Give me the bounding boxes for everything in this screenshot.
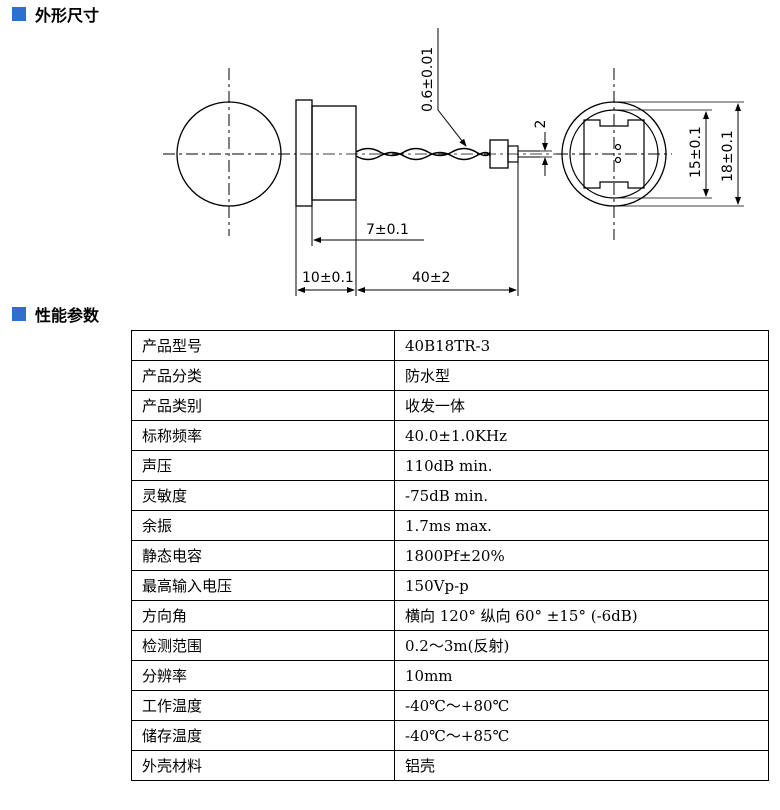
param-value: 收发一体 [394,390,769,421]
front-offset-dimension: 7±0.1 [313,222,424,243]
cable-length-label: 40±2 [412,270,450,286]
pin-spacing-dimension: 2 [533,120,552,176]
param-label: 储存温度 [131,720,395,751]
param-value: 10mm [394,660,769,691]
height-dimensions: 15±0.1 18±0.1 [614,101,744,207]
param-label: 产品类别 [131,390,395,421]
table-row: 产品分类防水型 [131,360,769,391]
param-label: 产品分类 [131,360,395,391]
body-length-label: 10±0.1 [302,270,354,286]
param-label: 声压 [131,450,395,481]
param-value: -40℃～+80℃ [394,690,769,721]
param-label: 外壳材料 [131,750,395,781]
param-value: 1.7ms max. [394,510,769,541]
param-label: 标称频率 [131,420,395,451]
param-value: 防水型 [394,360,769,391]
front-offset-label: 7±0.1 [366,222,409,238]
param-label: 产品型号 [131,330,395,361]
section-header-dimensions: 外形尺寸 [12,3,99,25]
param-label: 灵敏度 [131,480,395,511]
param-label: 分辨率 [131,660,395,691]
param-value: 铝壳 [394,750,769,781]
param-value: 40.0±1.0KHz [394,420,769,451]
param-value: 横向 120° 纵向 60° ±15° (-6dB) [394,600,769,631]
cable-diameter-dimension: 0.6±0.01 [420,28,467,147]
param-value: 0.2～3m(反射) [394,630,769,661]
pin-spacing-label: 2 [533,120,549,129]
param-label: 最高输入电压 [131,570,395,601]
length-dimensions: 10±0.1 40±2 [297,270,517,293]
back-view [556,68,672,240]
param-label: 检测范围 [131,630,395,661]
cable-diameter-label: 0.6±0.01 [420,47,436,112]
inner-diameter-label: 15±0.1 [688,126,704,178]
table-row: 产品类别收发一体 [131,390,769,421]
param-value: -40℃～+85℃ [394,720,769,751]
connector [489,139,540,296]
section-title-dimensions: 外形尺寸 [35,6,100,25]
outer-diameter-label: 18±0.1 [720,130,736,182]
param-value: 1800Pf±20% [394,540,769,571]
table-row: 方向角横向 120° 纵向 60° ±15° (-6dB) [131,600,769,631]
param-value: 40B18TR-3 [394,330,769,361]
table-row: 储存温度-40℃～+85℃ [131,720,769,751]
section-header-params: 性能参数 [12,303,99,325]
front-view [163,68,296,236]
blue-square-icon [12,7,26,21]
param-value: 150Vp-p [394,570,769,601]
table-row: 工作温度-40℃～+80℃ [131,690,769,721]
param-label: 工作温度 [131,690,395,721]
param-label: 方向角 [131,600,395,631]
twisted-cable [300,147,560,161]
param-value: -75dB min. [394,480,769,511]
param-label: 静态电容 [131,540,395,571]
dimension-drawing: 2 0.6±0.01 15±0.1 18±0.1 7±0.1 [163,28,744,296]
blue-square-icon [12,307,26,321]
param-value: 110dB min. [394,450,769,481]
section-title-params: 性能参数 [35,306,100,325]
side-view [295,99,357,296]
param-label: 余振 [131,510,395,541]
table-row: 外壳材料铝壳 [131,750,769,781]
table-row: 灵敏度-75dB min. [131,480,769,511]
